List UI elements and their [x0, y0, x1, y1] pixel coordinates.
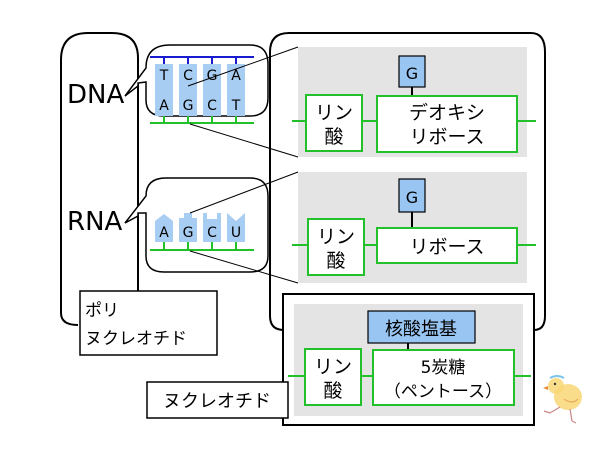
rna-sugar-box: [376, 227, 518, 264]
dna-zoom-connector-top: [187, 46, 299, 87]
dna-base-pair-block: [227, 64, 245, 116]
rna-base: C: [207, 225, 217, 241]
dna-bottom-base: C: [207, 98, 217, 114]
generic-phosphate-line1: リン: [314, 356, 352, 378]
rna-nucleotide-panel: G リン 酸 リボース: [292, 172, 536, 283]
dna-bottom-base: A: [159, 98, 169, 114]
rna-phosphate-line2: 酸: [326, 250, 345, 272]
rna-base-block: [179, 213, 197, 242]
nucleobase-box: [367, 310, 476, 344]
nucleotide-detail-container: [269, 32, 546, 331]
nucleotide-caption: ヌクレオチド: [163, 391, 271, 412]
dna-phosphate-box: [305, 94, 363, 152]
pentose-line1: 5炭糖: [421, 358, 466, 378]
dna-zoom-connector-bottom: [189, 123, 299, 158]
rna-base-label: G: [406, 188, 418, 207]
rna-base-block: [155, 214, 173, 242]
dna-top-base: G: [207, 68, 218, 84]
dna-sugar-box: [376, 95, 518, 153]
dna-bottom-base: G: [183, 98, 194, 114]
rna-phosphate-box: [307, 218, 365, 276]
polynucleotide-caption-box: [79, 290, 218, 356]
dna-bottom-base: T: [231, 98, 241, 114]
generic-phosphate-box: [304, 348, 362, 406]
rna-base-block: [203, 213, 221, 242]
polynucleotide-bracket: [60, 32, 139, 326]
dna-nucleotide-panel: G リン 酸 デオキシ リボース: [292, 47, 536, 157]
dna-base-pair-block: [203, 64, 221, 116]
rna-zoom-connector-bottom: [189, 250, 299, 284]
dna-base-box: [398, 55, 426, 88]
nucleotide-caption-box: [146, 381, 289, 419]
rna-sugar-label: リボース: [409, 236, 484, 258]
polynucleotide-caption-line1: ポリ: [85, 301, 119, 321]
dna-sugar-line2: リボース: [409, 126, 484, 148]
dna-base-pair-block: [155, 64, 173, 116]
generic-nucleotide-panel: 核酸塩基 リン 酸 5炭糖 （ペントース）: [282, 293, 535, 426]
rna-zoom-connector-top: [189, 171, 299, 214]
rna-base: U: [231, 225, 241, 241]
dna-base-label: G: [406, 64, 418, 83]
pentose-box: [372, 349, 515, 406]
rna-base: A: [159, 225, 169, 241]
rna-base: G: [183, 225, 194, 241]
rna-label: RNA: [67, 207, 123, 237]
dna-top-base: A: [231, 68, 241, 84]
rna-phosphate-line1: リン: [317, 226, 355, 248]
chick-mascot-icon: [543, 375, 582, 424]
dna-top-base: T: [159, 68, 169, 84]
dna-top-base: C: [183, 68, 193, 84]
dna-phosphate-line1: リン: [315, 102, 353, 124]
dna-label: DNA: [67, 80, 124, 110]
dna-base-pair-block: [179, 64, 197, 116]
polynucleotide-caption-line2: ヌクレオチド: [85, 329, 187, 349]
rna-base-block: [227, 213, 245, 242]
pentose-line2: （ペントース）: [384, 382, 502, 402]
nucleobase-label: 核酸塩基: [385, 319, 457, 340]
generic-phosphate-line2: 酸: [323, 380, 342, 402]
rna-base-box: [398, 178, 426, 213]
dna-phosphate-line2: 酸: [324, 126, 343, 148]
dna-sugar-line1: デオキシ: [409, 102, 485, 124]
